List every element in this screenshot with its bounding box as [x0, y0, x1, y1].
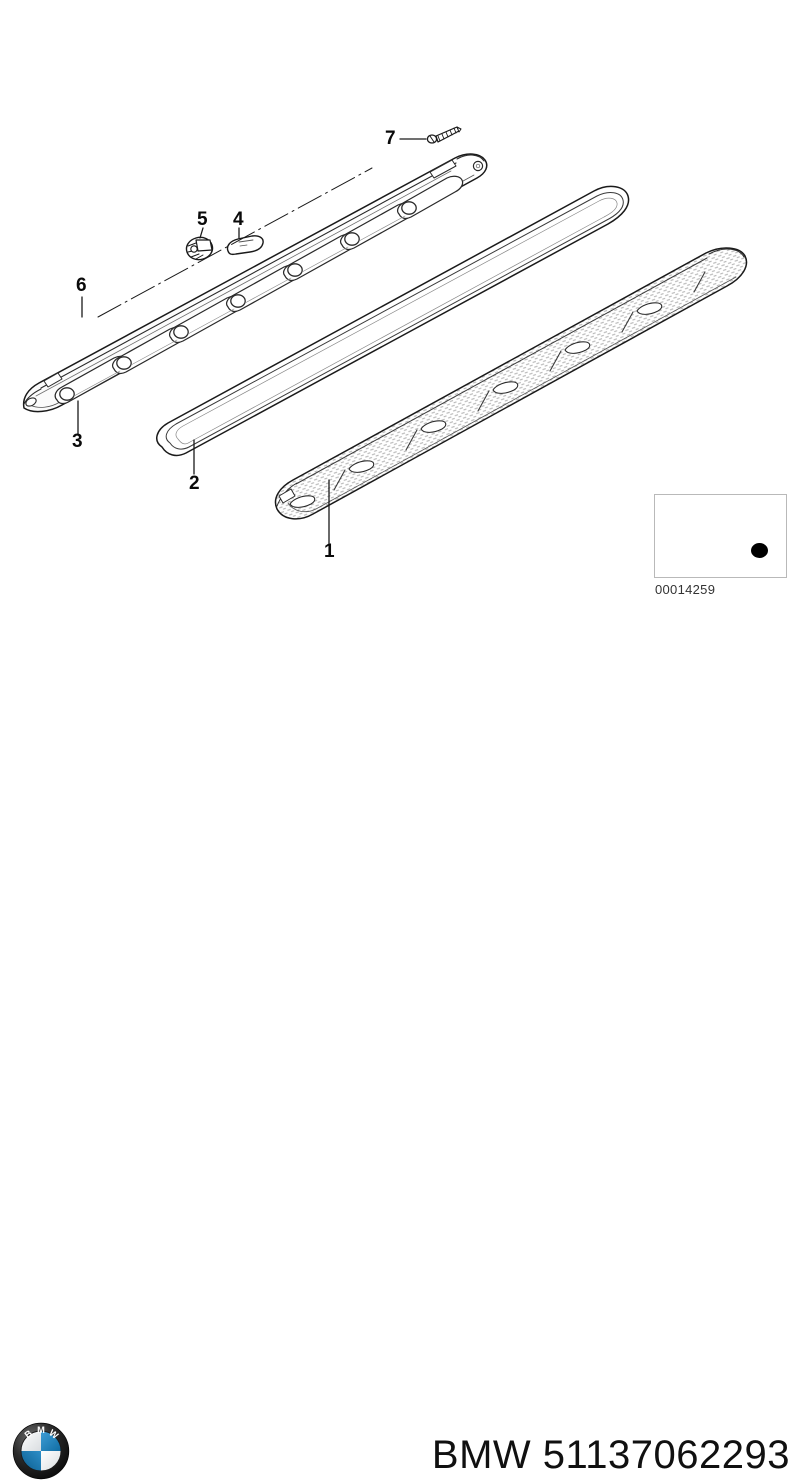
part-4-cover-cap	[226, 235, 264, 256]
reference-diagram-number: 00014259	[655, 582, 716, 597]
callout-number-2[interactable]: 2	[189, 473, 200, 494]
leader-lines	[77, 138, 427, 544]
part-3-carrier-rail	[22, 153, 488, 413]
reference-thumbnail-box	[654, 494, 787, 578]
diagram-line-art	[22, 126, 748, 544]
part-7-screw	[426, 126, 462, 144]
callout-number-5[interactable]: 5	[197, 209, 208, 230]
part-2-sealing-strip	[156, 185, 630, 457]
reference-location-dot	[751, 543, 768, 558]
parts-diagram-canvas: 1 2 3 4 5 6 7 00014259	[0, 126, 800, 1480]
part-5-clip-nut	[185, 236, 214, 261]
callout-number-1[interactable]: 1	[324, 541, 335, 562]
callout-number-7[interactable]: 7	[385, 128, 396, 149]
part-6-center-line	[97, 167, 373, 318]
part-1-sill-trim	[274, 247, 748, 520]
callout-number-4[interactable]: 4	[233, 209, 244, 230]
brand-part-number-line: BMW 51137062293	[431, 1433, 790, 1477]
footer-bar: B M W BMW 51137062293	[0, 700, 800, 1480]
callout-number-3[interactable]: 3	[72, 431, 83, 452]
callout-number-6[interactable]: 6	[76, 275, 87, 296]
